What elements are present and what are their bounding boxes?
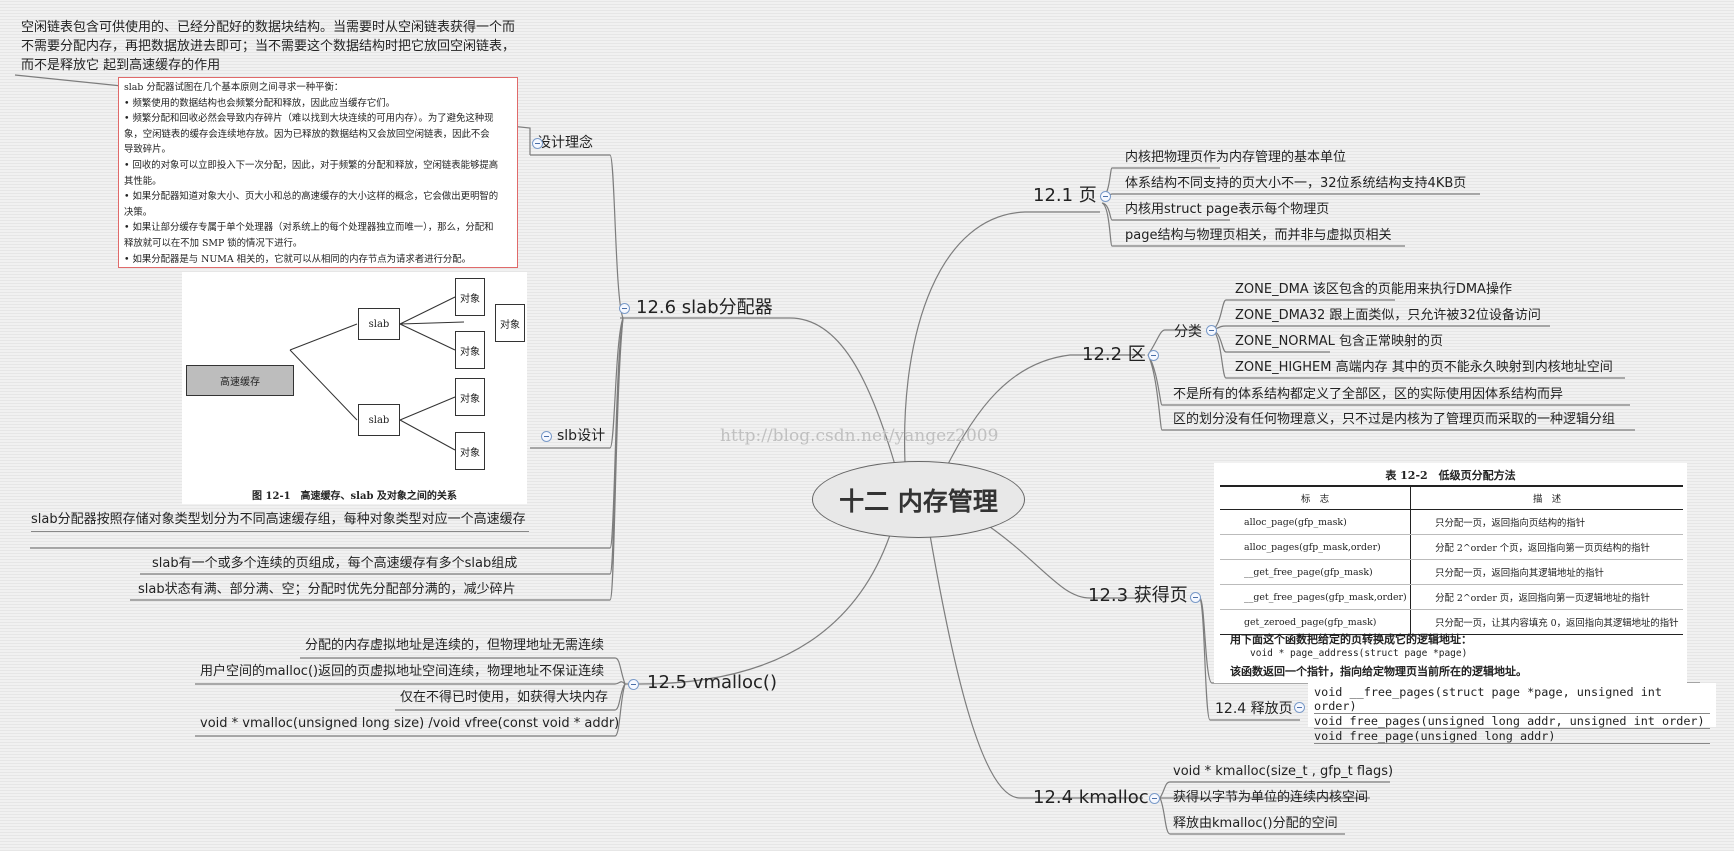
page-alloc-table-image: 表 12-2 低级页分配方法 标 志描 述 alloc_page(gfp_mas…: [1214, 463, 1687, 683]
design-line: • 频繁分配和回收必然会导致内存碎片（难以找到大块连续的可用内存）。为了避免这种…: [124, 113, 494, 125]
topic-kmalloc[interactable]: 12.4 kmalloc: [1033, 787, 1149, 808]
collapse-icon[interactable]: [1206, 325, 1217, 336]
collapse-icon[interactable]: [619, 303, 630, 314]
table-row: alloc_pages(gfp_mask,order)分配 2^order 个页…: [1220, 534, 1683, 560]
table-row: get_zeroed_page(gfp_mask)只分配一页，让其内容填充 0，…: [1220, 609, 1683, 635]
design-line: • 回收的对象可以立即投入下一次分配，因此，对于频繁的分配和释放，空闲链表能够提…: [124, 159, 499, 171]
page-address-text: 用下面这个函数把给定的页转换成它的逻辑地址：: [1230, 633, 1472, 646]
page-address-note: 该函数返回一个指针，指向给定物理页当前所在的逻辑地址。: [1230, 665, 1527, 678]
object-box: 对象: [455, 432, 485, 470]
collapse-icon[interactable]: [1100, 191, 1111, 202]
page-address-code: void * page_address(struct page *page): [1250, 648, 1468, 659]
vmalloc-item: 用户空间的malloc()返回的页虚拟地址空间连续，物理地址不保证连续: [200, 664, 605, 679]
free-page-label[interactable]: 12.4 释放页: [1215, 701, 1293, 717]
table-header: 描 述: [1410, 485, 1683, 510]
slab-box: slab: [358, 404, 400, 436]
table-cell: 只分配一页，让其内容填充 0，返回指向其逻辑地址的指针: [1410, 609, 1683, 635]
table-cell: get_zeroed_page(gfp_mask): [1220, 609, 1412, 635]
slab-point: slab分配器按照存储对象类型划分为不同高速缓存组，每种对象类型对应一个高速缓存: [31, 512, 529, 532]
zone-category: ZONE_NORMAL 包含正常映射的页: [1235, 334, 1444, 349]
free-function: void free_page(unsigned long addr): [1314, 729, 1710, 744]
design-line: 导致碎片。: [124, 144, 171, 156]
design-line: • 如果分配器知道对象大小、页大小和总的高速缓存的大小这样的概念，它会做出更明智…: [124, 191, 499, 203]
table-cell: 只分配一页，返回指向页结构的指针: [1410, 509, 1683, 535]
cache-box: 高速缓存: [186, 365, 294, 396]
collapse-icon[interactable]: [1294, 702, 1305, 713]
zone-category-label[interactable]: 分类: [1174, 324, 1202, 340]
design-line: 象，空闲链表的缓存会连续地存放。因为已释放的数据结构又会放回空闲链表，因此不会: [124, 128, 490, 140]
alloc-table: 标 志描 述 alloc_page(gfp_mask)只分配一页，返回指向页结构…: [1220, 485, 1683, 635]
design-line: 其性能。: [124, 175, 162, 187]
free-list-note: 空闲链表包含可供使用的、已经分配好的数据块结构。当需要时从空闲链表获得一个而不需…: [21, 20, 516, 73]
slab-point: slab有一个或多个连续的页组成，每个高速缓存有多个slab组成: [152, 556, 518, 571]
kmalloc-item: 获得以字节为单位的连续内核空间: [1173, 790, 1369, 805]
slab-figure-arrows: [289, 296, 465, 451]
object-box: 对象: [495, 304, 525, 342]
page-item: 体系结构不同支持的页大小不一，32位系统结构支持4KB页: [1125, 176, 1467, 191]
vmalloc-item: void * vmalloc(unsigned long size) /void…: [200, 716, 620, 731]
page-item: 内核用struct page表示每个物理页: [1125, 202, 1330, 217]
topic-get-page[interactable]: 12.3 获得页: [1088, 585, 1188, 606]
topic-zone[interactable]: 12.2 区: [1082, 344, 1146, 365]
table-row: alloc_page(gfp_mask)只分配一页，返回指向页结构的指针: [1220, 509, 1683, 535]
watermark: http://blog.csdn.net/yangez2009: [720, 426, 999, 446]
table-cell: 分配 2^order 页，返回指向第一页逻辑地址的指针: [1410, 584, 1683, 610]
collapse-icon[interactable]: [628, 679, 639, 690]
zone-note: 区的划分没有任何物理意义，只不过是内核为了管理页而采取的一种逻辑分组: [1173, 412, 1616, 427]
design-line: • 如果分配器是与 NUMA 相关的，它就可以从相同的内存节点为请求者进行分配。: [124, 253, 471, 265]
collapse-icon[interactable]: [532, 138, 543, 149]
design-line: • 频繁使用的数据结构也会频繁分配和释放，因此应当缓存它们。: [124, 97, 396, 109]
topic-slab-allocator[interactable]: 12.6 slab分配器: [636, 297, 773, 318]
design-principles-image: slab 分配器试图在几个基本原则之间寻求一种平衡： • 频繁使用的数据结构也会…: [118, 77, 518, 268]
table-cell: 分配 2^order 个页，返回指向第一页页结构的指针: [1410, 534, 1683, 560]
collapse-icon[interactable]: [1149, 793, 1160, 804]
vmalloc-item: 仅在不得已时使用，如获得大块内存: [400, 690, 609, 705]
figure-caption: 图 12-1 高速缓存、slab 及对象之间的关系: [252, 491, 457, 502]
table-cell: __get_free_page(gfp_mask): [1220, 559, 1412, 585]
table-cell: alloc_page(gfp_mask): [1220, 509, 1412, 535]
table-header: 标 志: [1220, 485, 1412, 510]
zone-category: ZONE_HIGHEM 高端内存 其中的页不能永久映射到内核地址空间: [1235, 360, 1613, 375]
slab-point: slab状态有满、部分满、空；分配时优先分配部分满的，减少碎片: [138, 582, 516, 597]
table-cell: alloc_pages(gfp_mask,order): [1220, 534, 1412, 560]
design-line: slab 分配器试图在几个基本原则之间寻求一种平衡：: [124, 82, 344, 93]
object-box: 对象: [455, 378, 485, 416]
central-topic[interactable]: 十二 内存管理: [812, 461, 1025, 538]
slab-box: slab: [358, 308, 400, 340]
kmalloc-item: 释放由kmalloc()分配的空间: [1173, 816, 1338, 831]
design-philosophy-label[interactable]: 设计理念: [537, 135, 593, 151]
object-box: 对象: [455, 278, 485, 316]
free-function: void __free_pages(struct page *page, uns…: [1314, 685, 1710, 714]
topic-vmalloc[interactable]: 12.5 vmalloc(): [647, 672, 777, 693]
kmalloc-item: void * kmalloc(size_t , gfp_t flags): [1173, 764, 1394, 779]
table-title: 表 12-2 低级页分配方法: [1385, 469, 1516, 482]
page-item: 内核把物理页作为内存管理的基本单位: [1125, 150, 1347, 165]
design-line: 释放就可以在不加 SMP 锁的情况下进行。: [124, 237, 303, 249]
collapse-icon[interactable]: [1190, 592, 1201, 603]
slab-figure-image: 高速缓存 slab slab 对象 对象 对象 对象 对象 图 12-1 高速缓…: [182, 272, 527, 504]
zone-category: ZONE_DMA32 跟上面类似，只允许被32位设备访问: [1235, 308, 1541, 323]
page-item: page结构与物理页相关，而并非与虚拟页相关: [1125, 228, 1392, 243]
slab-design-label[interactable]: slb设计: [557, 428, 606, 444]
free-function: void free_pages(unsigned long addr, unsi…: [1314, 714, 1710, 729]
table-row: __get_free_page(gfp_mask)只分配一页，返回指向其逻辑地址…: [1220, 559, 1683, 585]
collapse-icon[interactable]: [541, 431, 552, 442]
collapse-icon[interactable]: [1148, 350, 1159, 361]
free-page-functions: void __free_pages(struct page *page, uns…: [1308, 683, 1716, 744]
table-cell: __get_free_pages(gfp_mask,order): [1220, 584, 1412, 610]
topic-page[interactable]: 12.1 页: [1033, 185, 1097, 206]
design-line: 决策。: [124, 206, 153, 218]
object-box: 对象: [455, 331, 485, 369]
vmalloc-item: 分配的内存虚拟地址是连续的，但物理地址无需连续: [305, 638, 605, 653]
design-line: • 如果让部分缓存专属于单个处理器（对系统上的每个处理器独立而唯一），那么，分配…: [124, 222, 494, 234]
table-cell: 只分配一页，返回指向其逻辑地址的指针: [1410, 559, 1683, 585]
zone-category: ZONE_DMA 该区包含的页能用来执行DMA操作: [1235, 282, 1512, 297]
zone-note: 不是所有的体系结构都定义了全部区，区的实际使用因体系结构而异: [1173, 387, 1564, 402]
table-row: __get_free_pages(gfp_mask,order)分配 2^ord…: [1220, 584, 1683, 610]
